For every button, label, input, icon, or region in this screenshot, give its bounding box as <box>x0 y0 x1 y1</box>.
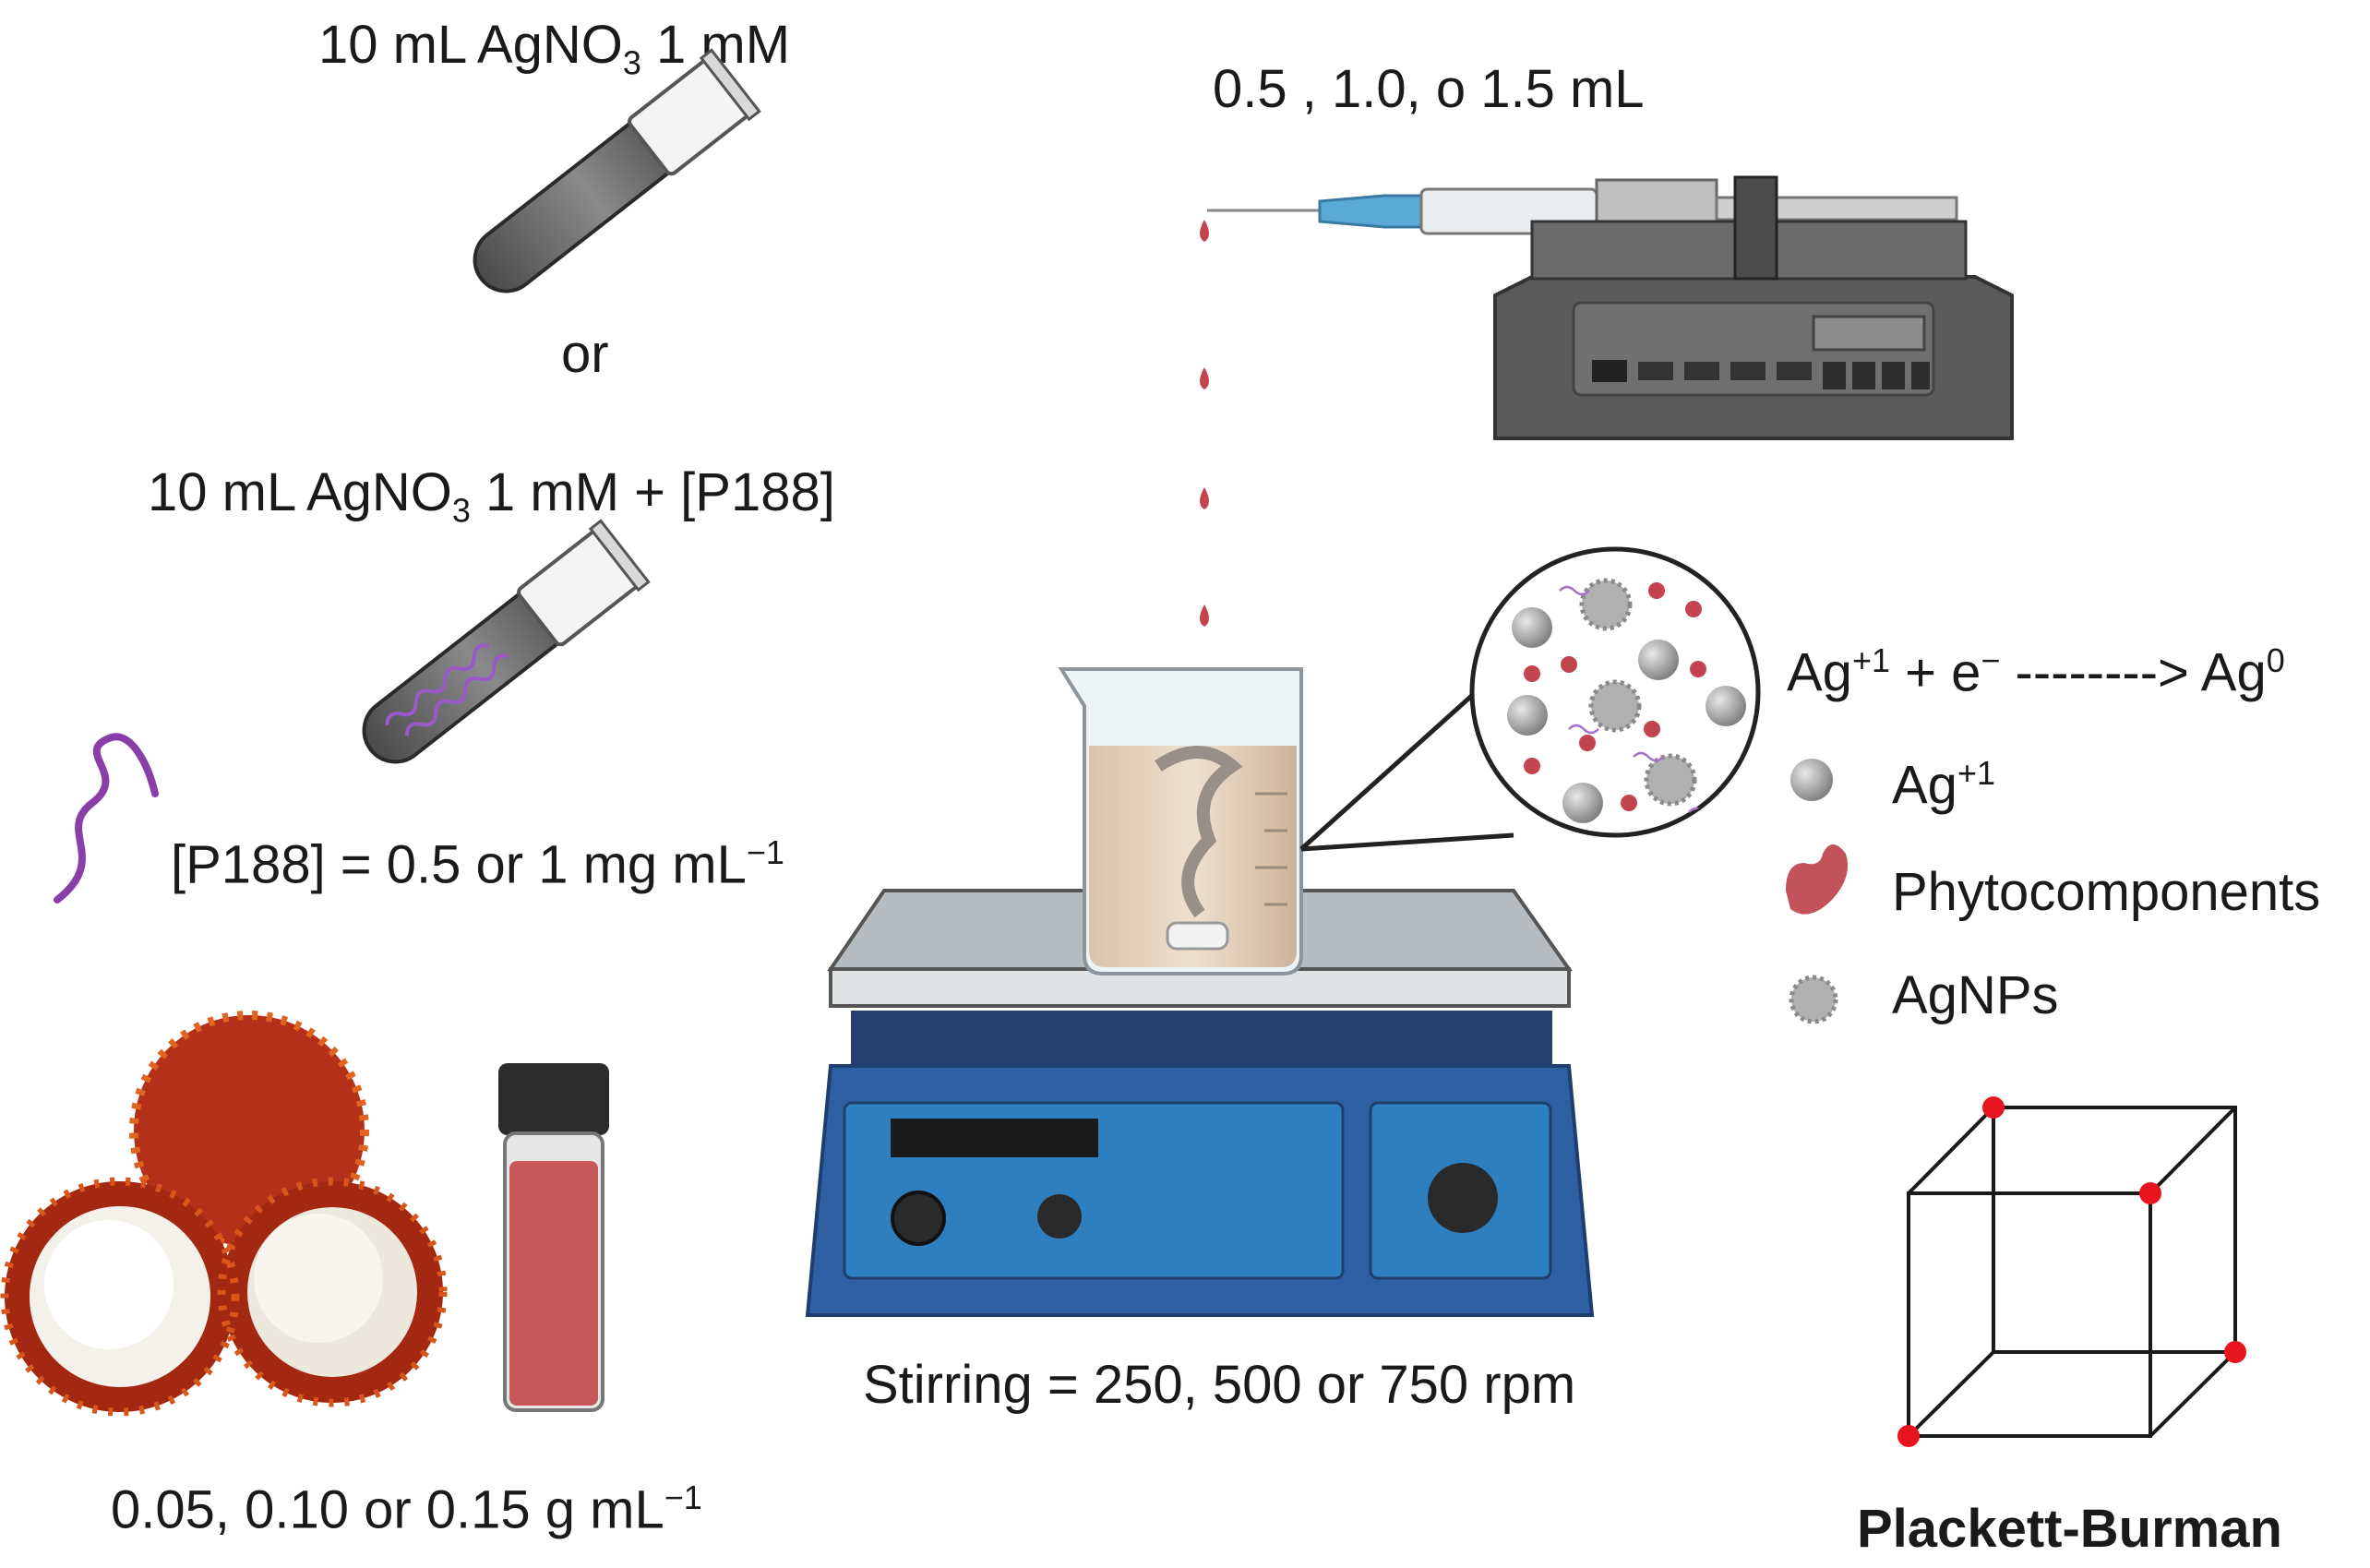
extract-vial-icon <box>498 1063 609 1412</box>
drop-icon <box>1200 487 1209 509</box>
agno3-label: 10 mL AgNO3 1 mM <box>318 15 791 82</box>
nanoparticle-icon <box>1789 975 1838 1024</box>
p188-concentration-label: [P188] = 0.5 or 1 mg mL−1 <box>171 833 784 895</box>
test-tube-icon <box>473 48 761 293</box>
drop-icon <box>1200 604 1209 627</box>
silver-ion-icon <box>1790 759 1833 801</box>
drop-icon <box>1200 220 1209 242</box>
zoom-circle <box>1469 546 1761 838</box>
beaker-icon <box>1058 667 1303 976</box>
syringe-pump-icon <box>1207 175 2014 440</box>
stirring-label: Stirring = 250, 500 or 750 rpm <box>863 1355 1576 1415</box>
test-tube-polymer-icon <box>362 519 651 764</box>
cube-vertex <box>2224 1341 2246 1363</box>
legend-item-silver-ion: Ag+1 <box>1892 754 1995 816</box>
legend-item-phytocomponents: Phytocomponents <box>1892 862 2321 922</box>
design-label: Plackett-Burman <box>1857 1499 2282 1559</box>
cube-vertex <box>1982 1096 2005 1119</box>
zoom-line <box>1299 681 1488 851</box>
drops <box>1200 220 1209 627</box>
cube-vertex <box>1897 1425 1920 1447</box>
phytocomponent-icon <box>1786 844 1849 915</box>
extract-concentration-label: 0.05, 0.10 or 0.15 g mL−1 <box>111 1478 702 1540</box>
cube-vertex <box>2139 1182 2161 1204</box>
zoom-line <box>1300 832 1514 852</box>
reaction-equation: Ag+1 + e− --------> Ag0 <box>1787 641 2285 703</box>
legend-item-agnps: AgNPs <box>1892 965 2059 1025</box>
drop-icon <box>1200 367 1209 389</box>
stir-plate-icon <box>805 889 1595 1317</box>
syringe-volume-label: 0.5 , 1.0, o 1.5 mL <box>1213 59 1645 119</box>
agno3-p188-label: 10 mL AgNO3 1 mM + [P188] <box>148 462 835 530</box>
rambutan-icon <box>0 1011 448 1417</box>
polymer-icon <box>54 733 159 904</box>
or-label: or <box>561 324 609 384</box>
plackett-burman-cube <box>1907 1106 2237 1438</box>
